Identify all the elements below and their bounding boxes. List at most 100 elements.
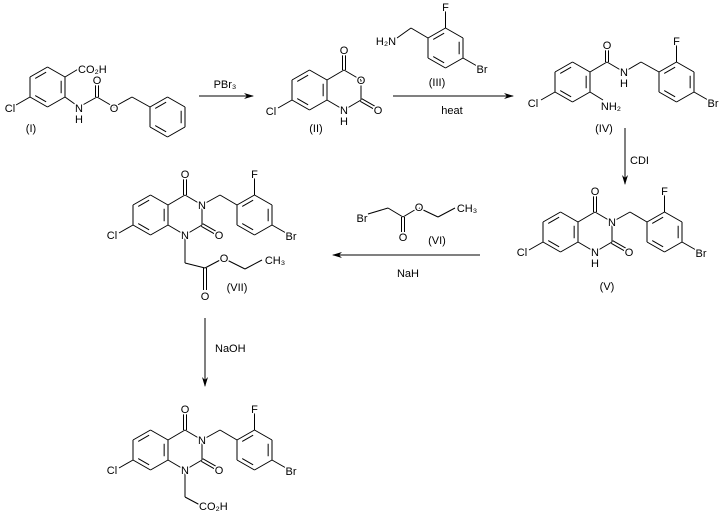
bond bbox=[560, 241, 579, 253]
chlorine: Cl bbox=[266, 106, 276, 118]
chlorine: Cl bbox=[107, 465, 117, 477]
condition-nah: NaH bbox=[397, 268, 419, 280]
oxygen: O bbox=[181, 404, 190, 416]
bond bbox=[611, 242, 626, 252]
bond bbox=[241, 458, 254, 466]
bond bbox=[658, 61, 677, 73]
bond bbox=[131, 96, 151, 108]
compound-label-II: (II) bbox=[309, 123, 322, 135]
nitrogen: N bbox=[340, 105, 348, 117]
oxygen: O bbox=[399, 232, 408, 244]
oxygen: O bbox=[181, 169, 190, 181]
bond bbox=[427, 27, 446, 39]
bond bbox=[623, 61, 642, 73]
bond bbox=[201, 194, 221, 206]
bond bbox=[360, 100, 375, 110]
bond bbox=[296, 98, 309, 106]
nitrogen: N bbox=[198, 435, 206, 447]
bond bbox=[271, 224, 287, 234]
bromine: Br bbox=[477, 64, 488, 76]
bond bbox=[271, 459, 287, 469]
bond bbox=[445, 27, 464, 39]
bond bbox=[577, 241, 596, 253]
amino: NH₂ bbox=[601, 101, 621, 113]
bond bbox=[137, 458, 150, 466]
bond bbox=[47, 66, 66, 78]
bond bbox=[594, 211, 613, 223]
bond bbox=[154, 101, 167, 109]
hydrogen: H bbox=[620, 78, 628, 90]
bond bbox=[184, 194, 203, 206]
oxygen: O bbox=[201, 291, 210, 303]
bond bbox=[664, 211, 683, 223]
bond bbox=[241, 223, 254, 231]
bond bbox=[547, 240, 560, 248]
oxygen: O bbox=[215, 465, 224, 477]
bond bbox=[277, 99, 293, 109]
amine: H₂N bbox=[376, 36, 396, 48]
chlorine: Cl bbox=[107, 230, 117, 242]
bond bbox=[387, 207, 404, 218]
bond bbox=[204, 258, 223, 269]
condition-naoh: NaOH bbox=[215, 343, 246, 355]
bond bbox=[367, 207, 389, 215]
oxygen: O bbox=[93, 75, 102, 87]
bond bbox=[676, 61, 695, 73]
bond bbox=[437, 207, 456, 218]
chlorine: Cl bbox=[5, 103, 15, 115]
bond bbox=[681, 241, 697, 251]
bond bbox=[663, 90, 676, 98]
bond bbox=[559, 66, 572, 74]
bond bbox=[236, 429, 255, 441]
bond bbox=[150, 459, 169, 471]
methyl: CH₃ bbox=[457, 203, 477, 215]
condition-cdi: CDI bbox=[630, 155, 649, 167]
bromine: Br bbox=[286, 466, 297, 478]
nitrogen: N bbox=[75, 103, 83, 115]
compound-label-IV: (IV) bbox=[595, 123, 613, 135]
bond bbox=[343, 99, 362, 111]
bond bbox=[241, 434, 254, 442]
bond bbox=[693, 91, 709, 101]
bond bbox=[572, 61, 591, 73]
bond bbox=[167, 126, 186, 138]
bond bbox=[96, 96, 115, 108]
oxygen: O bbox=[591, 186, 600, 198]
bond bbox=[236, 194, 255, 206]
bond bbox=[167, 429, 186, 441]
bond bbox=[118, 224, 134, 234]
bond bbox=[432, 32, 445, 40]
bond bbox=[78, 96, 98, 108]
bond bbox=[396, 27, 412, 39]
fluorine: F bbox=[251, 169, 258, 181]
bond bbox=[132, 459, 151, 471]
oxygen: O bbox=[374, 105, 383, 117]
compound-label-III: (III) bbox=[429, 77, 446, 89]
bromine: Br bbox=[357, 213, 368, 225]
condition-pbr3: PBr₃ bbox=[214, 79, 237, 91]
bond bbox=[402, 207, 419, 218]
bond bbox=[149, 126, 168, 138]
oxygen: O bbox=[215, 230, 224, 242]
bond bbox=[244, 259, 263, 270]
bromine: Br bbox=[708, 98, 719, 110]
bond bbox=[418, 207, 439, 218]
bond bbox=[309, 69, 328, 81]
bond bbox=[361, 98, 376, 108]
compound-label-VII: (VII) bbox=[227, 282, 248, 294]
bond bbox=[236, 224, 255, 236]
bond bbox=[224, 258, 246, 270]
bond bbox=[589, 91, 604, 101]
bond bbox=[410, 27, 429, 39]
bond bbox=[254, 459, 273, 471]
bond bbox=[640, 61, 660, 73]
fluorine: F bbox=[442, 2, 449, 14]
bond bbox=[540, 91, 556, 101]
bond bbox=[29, 66, 48, 78]
carboxylic-acid: CO₂H bbox=[78, 64, 107, 76]
bond bbox=[202, 223, 217, 233]
fluorine: F bbox=[251, 404, 258, 416]
fluorine: F bbox=[673, 36, 680, 48]
bond bbox=[167, 96, 186, 108]
